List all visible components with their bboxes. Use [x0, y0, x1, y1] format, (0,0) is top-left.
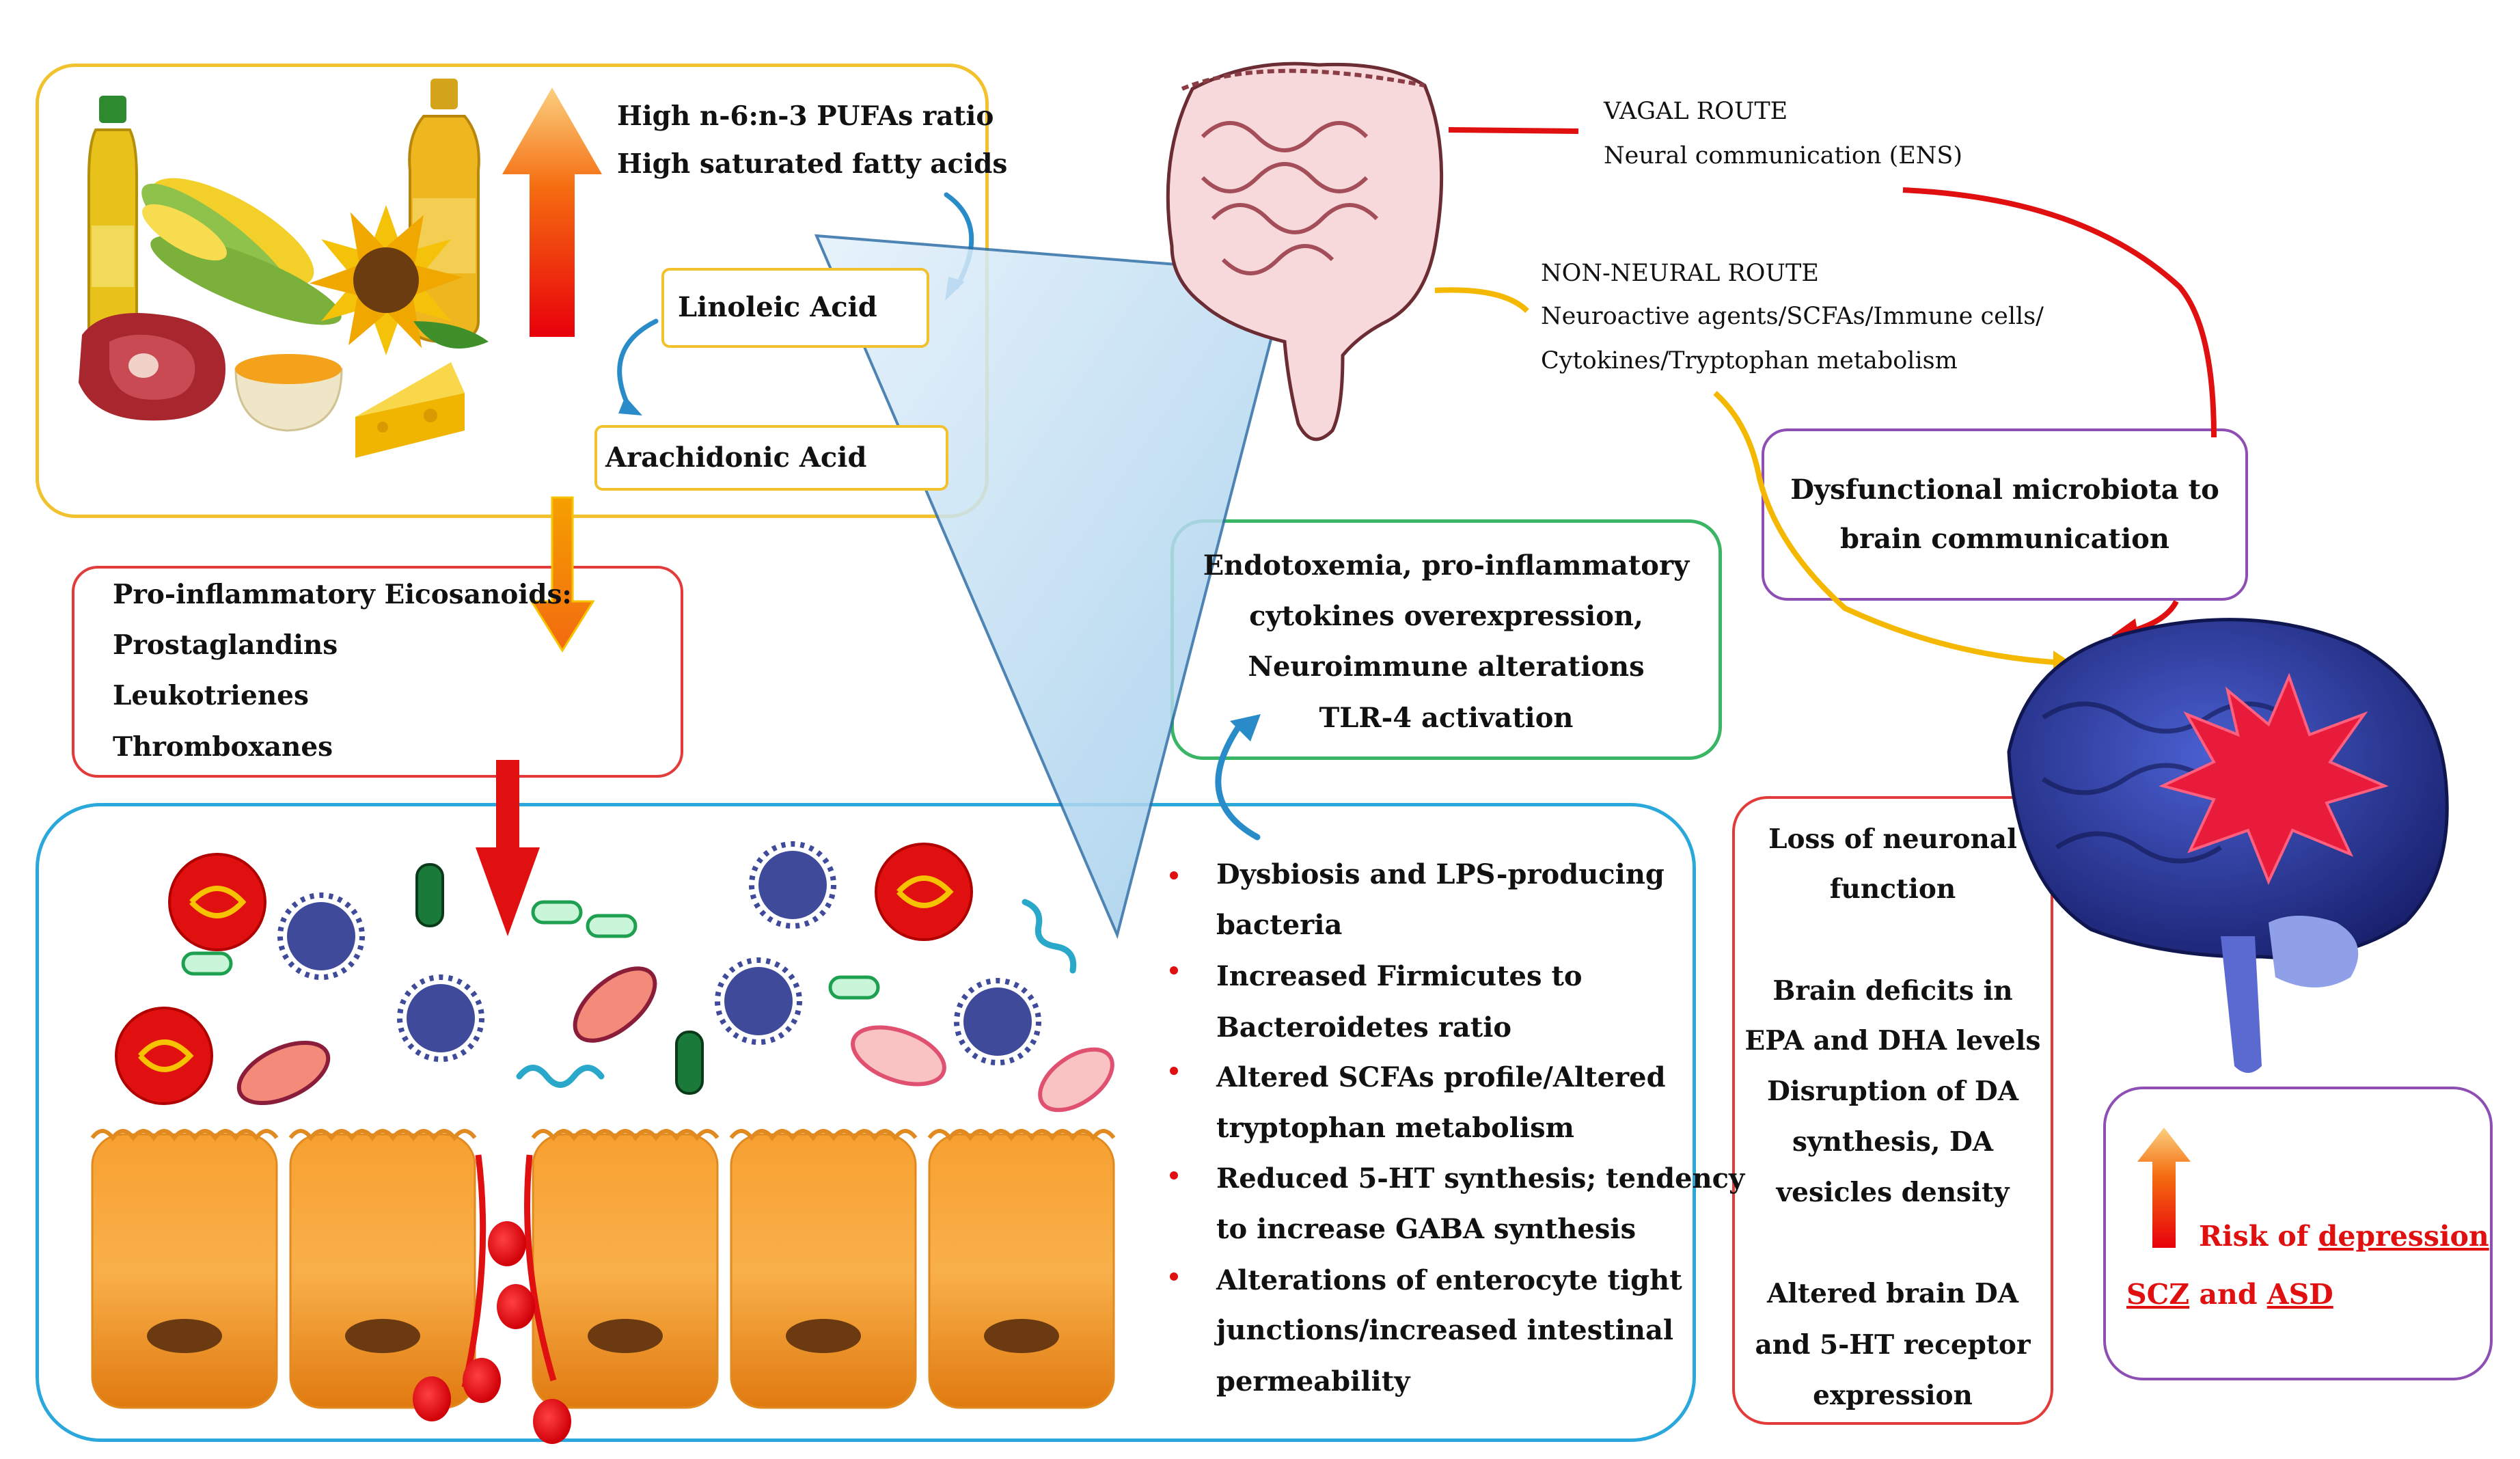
- bacteria-rod-icon: [181, 863, 880, 1095]
- gut-effect-line: junctions/increased intestinal: [1216, 1314, 1674, 1346]
- egg-icon: [234, 354, 343, 432]
- non-neural-route-line: [1434, 287, 2064, 666]
- increase-arrow-icon: [2137, 1128, 2191, 1248]
- endotoxemia-panel: [1170, 519, 1722, 760]
- down-arrow-icon: [476, 760, 540, 936]
- brain-effect-line: EPA and DHA levels: [1744, 1025, 2041, 1056]
- enterocyte-cell: [730, 1133, 917, 1409]
- endotoxemia-line: Endotoxemia, pro-inflammatory: [1203, 549, 1690, 582]
- brain-effect-line: synthesis, DA: [1792, 1126, 1994, 1158]
- oil-bottle-icon: [87, 96, 138, 374]
- risk-prefix: Risk of: [2199, 1220, 2318, 1253]
- intestine-illustration: [1166, 62, 1444, 441]
- brain-effect-line: Altered brain DA: [1766, 1278, 2019, 1309]
- corn-icon: [141, 178, 342, 325]
- bullet-list-markers: [1170, 871, 1178, 1281]
- gut-effect-line: permeability: [1216, 1365, 1410, 1397]
- endotoxemia-line: Neuroimmune alterations: [1248, 651, 1645, 683]
- brain-effect-line: Brain deficits in: [1772, 975, 2013, 1007]
- eicosanoid-item: Leukotrienes: [113, 680, 309, 711]
- non-neural-route-line: Cytokines/Tryptophan metabolism: [1541, 347, 1958, 374]
- linoleic-acid-box: Linoleic Acid: [661, 268, 929, 348]
- brain-effect-line: and 5-HT receptor: [1755, 1329, 2031, 1361]
- risk-and: and: [2189, 1278, 2267, 1311]
- gut-effect-line: bacteria: [1216, 909, 1343, 941]
- leaky-junction: [461, 1154, 557, 1388]
- gut-effect-line: Increased Firmicutes to: [1216, 960, 1583, 992]
- gut-effect-line: tryptophan metabolism: [1216, 1112, 1574, 1144]
- gut-effect-line: Reduced 5-HT synthesis; tendency: [1216, 1162, 1745, 1195]
- enterocyte-cell: [928, 1133, 1115, 1409]
- arachidonic-acid-box: Arachidonic Acid: [594, 425, 948, 491]
- non-neural-route-title: NON-NEURAL ROUTE: [1541, 260, 1819, 287]
- sunflower-icon: [309, 205, 489, 355]
- eicosanoid-item: Prostaglandins: [113, 629, 338, 661]
- diet-ratio-label: High n-6:n-3 PUFAs ratio: [617, 100, 994, 132]
- non-neural-route-line: Neuroactive agents/SCFAs/Immune cells/: [1541, 303, 2044, 330]
- brain-effect-line: expression: [1813, 1380, 1973, 1411]
- risk-depression: depression: [2318, 1220, 2489, 1253]
- dysfunction-line: brain communication: [1840, 523, 2169, 555]
- enterocyte-cell: [532, 1133, 719, 1409]
- brain-effect-line: Loss of neuronal: [1768, 823, 2017, 855]
- magnification-cone: [814, 234, 1290, 940]
- gut-effect-line: Dysbiosis and LPS-producing: [1216, 858, 1665, 890]
- damage-burst-icon: [2159, 672, 2389, 886]
- vagal-route-title: VAGAL ROUTE: [1604, 98, 1788, 125]
- increase-arrow-icon: [502, 87, 602, 337]
- bacteria-spiral-icon: [516, 899, 1077, 1088]
- brain-illustration: [2007, 618, 2449, 1073]
- brain-effects-panel: [1732, 796, 2053, 1425]
- linoleic-acid-label: Linoleic Acid: [678, 291, 877, 323]
- eicosanoids-title: Pro-inflammatory Eicosanoids:: [113, 579, 572, 610]
- enterocyte-cell: [91, 1133, 278, 1409]
- bacteria-pink-icon: [236, 966, 1114, 1113]
- dysfunction-panel: [1762, 428, 2248, 601]
- bacteria-red-sphere-icon: [115, 843, 973, 1105]
- brain-effect-line: vesicles density: [1776, 1177, 2010, 1208]
- gut-effect-line: to increase GABA synthesis: [1216, 1213, 1636, 1245]
- cheese-icon: [355, 362, 465, 458]
- gut-effect-line: Bacteroidetes ratio: [1216, 1011, 1512, 1044]
- down-arrow-icon: [530, 496, 595, 653]
- intestinal-epithelium: [90, 1129, 1116, 1409]
- red-blood-cell-icon: [413, 1221, 571, 1444]
- brain-effect-line: Disruption of DA: [1767, 1076, 2018, 1107]
- bacteria-fuzzy-icon: [277, 841, 1041, 1065]
- endotoxemia-line: cytokines overexpression,: [1249, 600, 1643, 632]
- endotoxemia-line: TLR-4 activation: [1319, 702, 1574, 734]
- diet-saturated-label: High saturated fatty acids: [617, 148, 1008, 180]
- curved-arrow-icon: [1215, 721, 1261, 841]
- risk-line-2: SCZ and ASD: [2126, 1278, 2333, 1311]
- risk-line-1: Risk of depression: [2199, 1220, 2489, 1253]
- arachidonic-acid-label: Arachidonic Acid: [605, 441, 867, 474]
- risk-asd: ASD: [2266, 1278, 2333, 1311]
- brain-effect-line: function: [1829, 873, 1956, 905]
- gut-effect-line: Altered SCFAs profile/Altered: [1216, 1061, 1666, 1093]
- meat-icon: [79, 313, 225, 421]
- eicosanoid-item: Thromboxanes: [113, 731, 333, 763]
- vagal-route-desc: Neural communication (ENS): [1604, 142, 1963, 169]
- gut-effect-line: Alterations of enterocyte tight: [1216, 1264, 1682, 1296]
- enterocyte-cell: [289, 1133, 476, 1409]
- dysfunction-line: Dysfunctional microbiota to: [1790, 474, 2219, 506]
- risk-scz: SCZ: [2126, 1278, 2190, 1311]
